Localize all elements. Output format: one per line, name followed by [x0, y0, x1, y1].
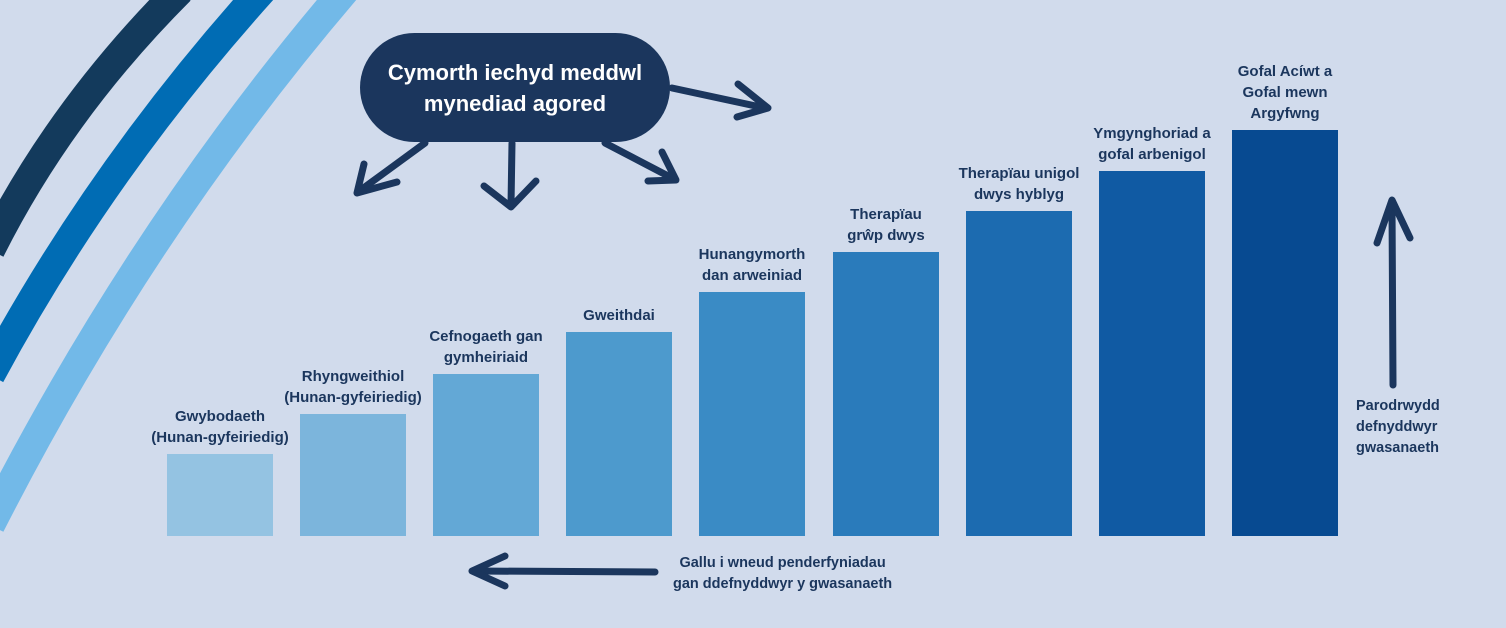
- step-label: Rhyngweithiol (Hunan-gyfeiriedig): [284, 368, 422, 406]
- step-label: Therapïau grŵp dwys: [847, 206, 925, 244]
- arc-mid: [0, 0, 274, 383]
- arrow-down-left-icon: [353, 139, 429, 197]
- step-bar: [566, 332, 672, 536]
- step-label: Cefnogaeth gan gymheiriaid: [429, 328, 543, 366]
- step-bar: [300, 414, 406, 536]
- decision-note: Gallu i wneud penderfyniadau gan ddefnyd…: [673, 555, 893, 592]
- step-bar: [167, 454, 273, 536]
- step-label: Gofal Acíwt a Gofal mewn Argyfwng: [1237, 63, 1333, 122]
- step-label: Gweithdai: [583, 307, 655, 324]
- arrow-up-icon: [1373, 196, 1414, 389]
- step-label: Gwybodaeth (Hunan-gyfeiriedig): [151, 408, 289, 446]
- bubble-text: Cymorth iechyd meddwl mynediad agored: [387, 59, 643, 116]
- step-bar: [833, 252, 939, 536]
- step-bar: [699, 292, 805, 536]
- open-access-bubble: Cymorth iechyd meddwl mynediad agored: [360, 33, 670, 142]
- readiness-note: Parodrwydd defnyddwyr gwasanaeth: [1356, 398, 1440, 456]
- step-label: Therapïau unigol dwys hyblyg: [958, 165, 1080, 203]
- arrow-right-icon: [668, 80, 772, 121]
- step-bar: [1232, 130, 1338, 536]
- step-bar: [433, 374, 539, 536]
- arc-light: [0, 0, 357, 532]
- step-bar: [966, 211, 1072, 536]
- step-label: Ymgynghoriad a gofal arbenigol: [1093, 125, 1211, 163]
- arrow-down-icon: [480, 139, 540, 211]
- arc-dark: [0, 0, 191, 257]
- step-label: Hunangymorth dan arweiniad: [698, 246, 806, 284]
- arrow-down-right-icon: [601, 139, 680, 185]
- step-bar: [1099, 171, 1205, 536]
- arrow-left-icon: [468, 552, 659, 590]
